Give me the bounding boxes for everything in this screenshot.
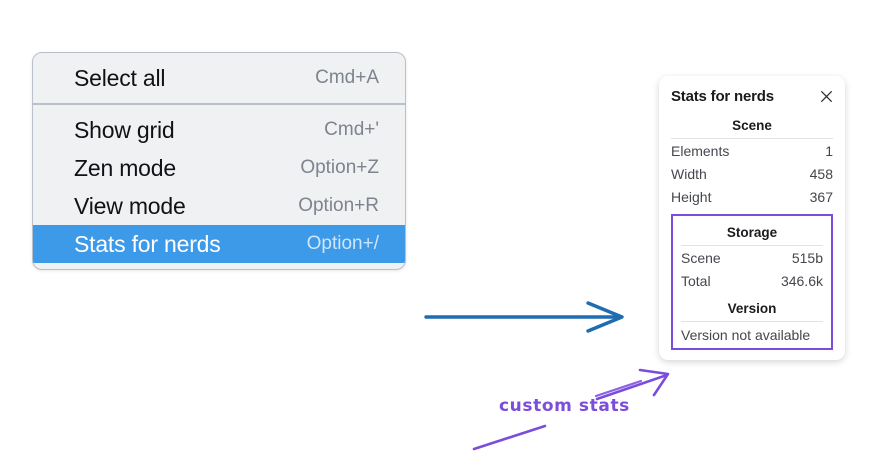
stats-panel-title: Stats for nerds [671,88,774,105]
storage-section-heading: Storage [726,225,778,240]
menu-item-select-all[interactable]: Select all Cmd+A [33,59,405,97]
blue-arrow [424,301,624,333]
stat-value: 1 [825,143,833,159]
stat-key: Scene [681,250,721,266]
context-menu[interactable]: Select all Cmd+A Show grid Cmd+' Zen mod… [32,52,406,270]
stats-for-nerds-panel: Stats for nerds Scene Elements 1 Width 4… [659,76,845,360]
divider [671,138,833,139]
menu-item-label: Zen mode [74,154,176,181]
scene-section-heading: Scene [732,118,772,133]
stats-panel-body: Scene Elements 1 Width 458 Height 367 St… [659,109,845,350]
stats-panel-header: Stats for nerds [659,86,845,109]
stat-value: 515b [791,250,823,266]
menu-section-2: Show grid Cmd+' Zen mode Option+Z View m… [33,103,405,269]
menu-item-label: Show grid [74,116,175,143]
custom-stats-annotation-label: custom stats [499,396,630,416]
stat-row: Height 367 [671,185,833,208]
menu-item-show-grid[interactable]: Show grid Cmd+' [33,111,405,149]
menu-item-label: Stats for nerds [74,230,221,257]
menu-item-label: View mode [74,192,186,219]
stat-value: 367 [809,189,833,205]
stat-row: Elements 1 [671,139,833,162]
custom-stats-highlight-box: Storage Scene 515b Total 346.6k Version … [671,214,833,350]
version-section-heading: Version [727,301,777,316]
purple-arrow [595,368,670,401]
menu-item-zen-mode[interactable]: Zen mode Option+Z [33,149,405,187]
version-value: Version not available [681,327,811,343]
purple-accent-stroke [594,379,643,398]
menu-item-stats-for-nerds[interactable]: Stats for nerds Option+/ [33,225,405,263]
stat-key: Total [681,273,711,289]
stat-key: Height [671,189,712,205]
close-icon[interactable] [819,89,834,104]
stat-key: Width [671,166,707,182]
menu-item-shortcut: Option+Z [300,157,379,178]
menu-item-shortcut: Cmd+A [315,67,379,88]
menu-item-shortcut: Option+R [298,195,379,216]
menu-item-label: Select all [74,64,166,91]
menu-item-shortcut: Option+/ [306,233,379,254]
divider [681,245,823,246]
stat-value: 346.6k [780,273,823,289]
divider [681,321,823,322]
stat-row: Scene 515b [681,246,823,269]
menu-section-1: Select all Cmd+A [33,53,405,103]
purple-underline-stroke [472,424,547,451]
menu-item-shortcut: Cmd+' [324,119,379,140]
stat-row: Total 346.6k [681,269,823,292]
stat-key: Elements [671,143,730,159]
menu-item-view-mode[interactable]: View mode Option+R [33,187,405,225]
stat-row: Width 458 [671,162,833,185]
stat-value: 458 [809,166,833,182]
